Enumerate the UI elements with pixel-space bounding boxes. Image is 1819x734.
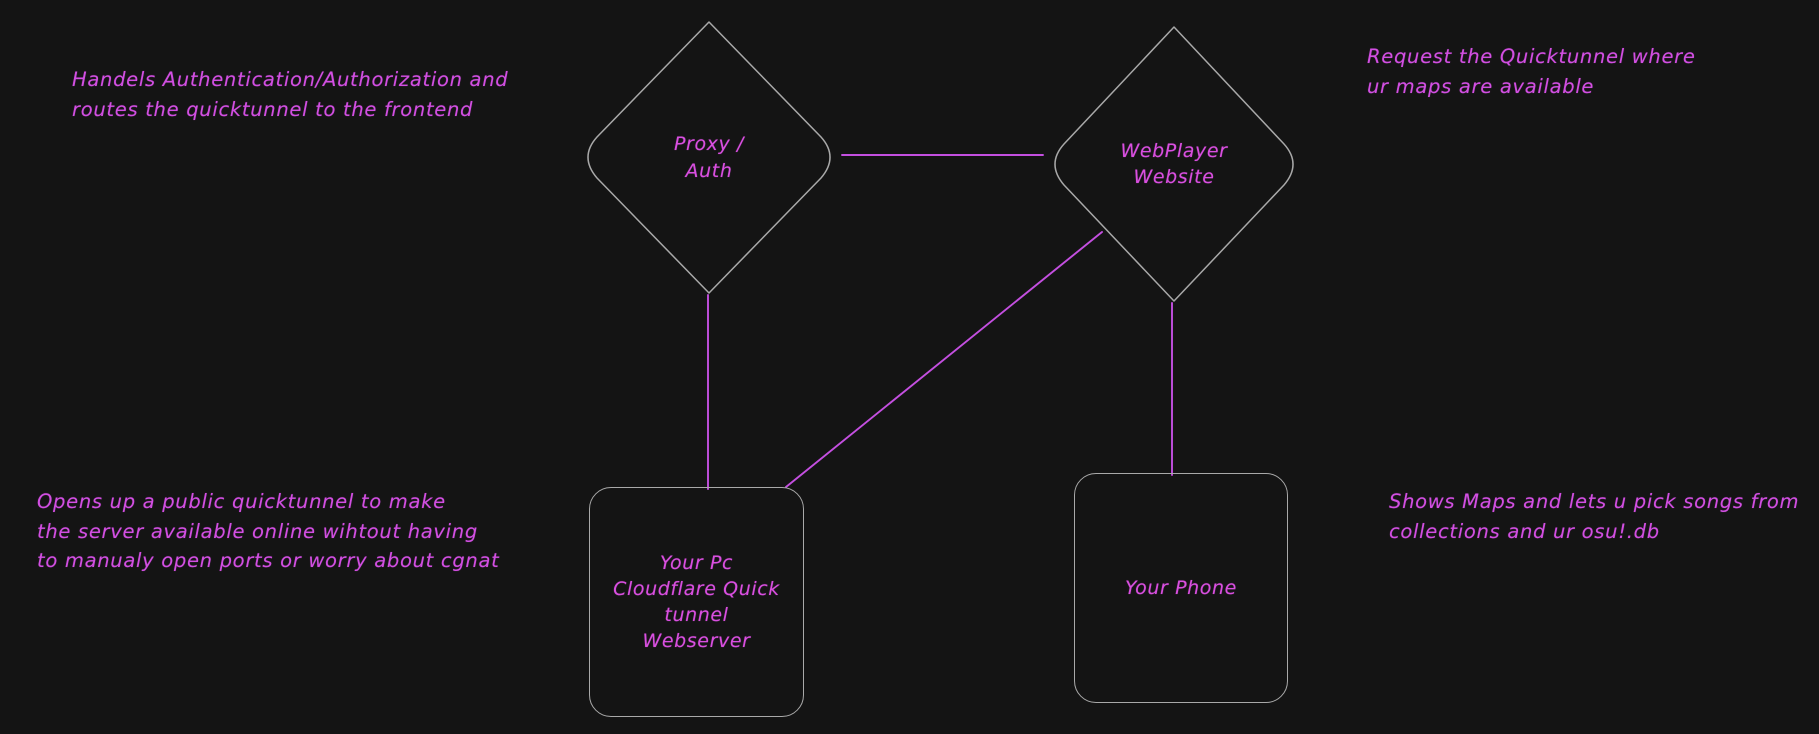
annotation-your-phone: Shows Maps and lets u pick songs from co… [1389,490,1800,543]
annotation-your-pc: Opens up a public quicktunnel to make th… [37,490,500,573]
your-pc-label: Your Pc Cloudflare Quick tunnel Webserve… [613,551,780,653]
annotation-webplayer: Request the Quicktunnel where ur maps ar… [1367,45,1696,98]
your-phone-label: Your Phone [1125,576,1237,599]
proxy-auth-diamond-shape [587,21,831,294]
webplayer-diamond-shape [1054,26,1294,302]
node-webplayer-website[interactable]: WebPlayer Website [1043,25,1305,303]
webplayer-label-wrap: WebPlayer Website [1043,25,1305,303]
annotation-proxy-auth: Handels Authentication/Authorization and… [72,68,509,121]
proxy-auth-label-wrap: Proxy / Auth [576,20,842,295]
proxy-auth-label: Proxy / Auth [673,133,745,182]
node-your-phone[interactable]: Your Phone [1074,473,1288,703]
node-proxy-auth[interactable]: Proxy / Auth [576,20,842,295]
node-your-pc[interactable]: Your Pc Cloudflare Quick tunnel Webserve… [589,487,804,717]
webplayer-website-label: WebPlayer Website [1120,139,1228,188]
